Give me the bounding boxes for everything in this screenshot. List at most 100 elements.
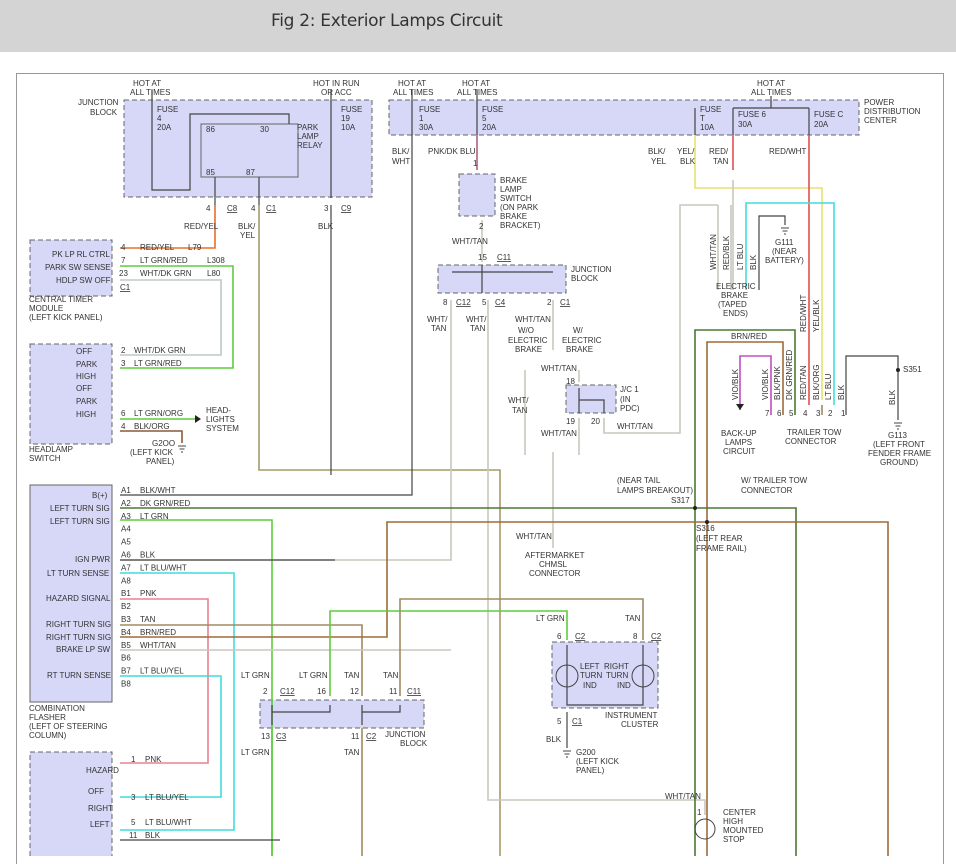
svg-text:HOT AT: HOT AT bbox=[398, 79, 426, 88]
jc1-box bbox=[565, 384, 617, 414]
svg-text:WHT/TAN: WHT/TAN bbox=[665, 792, 701, 801]
flasher-pin: A6 bbox=[121, 551, 131, 560]
svg-text:HEAD-: HEAD- bbox=[206, 406, 231, 415]
svg-text:FUSE: FUSE bbox=[341, 105, 362, 114]
svg-text:LT GRN: LT GRN bbox=[241, 671, 270, 680]
svg-text:5: 5 bbox=[482, 298, 487, 307]
svg-text:TAN: TAN bbox=[470, 324, 486, 333]
svg-text:ALL TIMES: ALL TIMES bbox=[130, 88, 170, 97]
svg-text:COMBINATION: COMBINATION bbox=[29, 704, 85, 713]
flasher-pin: B2 bbox=[121, 602, 131, 611]
svg-text:AFTERMARKET: AFTERMARKET bbox=[525, 551, 585, 560]
svg-text:3: 3 bbox=[324, 204, 329, 213]
wire-yel-blk bbox=[694, 135, 823, 400]
svg-text:C9: C9 bbox=[341, 204, 352, 213]
svg-text:10A: 10A bbox=[341, 123, 356, 132]
svg-text:8: 8 bbox=[633, 632, 638, 641]
svg-text:C1: C1 bbox=[266, 204, 277, 213]
svg-text:4: 4 bbox=[803, 409, 808, 418]
svg-text:LAMP: LAMP bbox=[297, 132, 319, 141]
svg-text:DISTRIBUTION: DISTRIBUTION bbox=[864, 107, 921, 116]
svg-text:YEL: YEL bbox=[240, 231, 256, 240]
svg-text:5: 5 bbox=[131, 818, 136, 827]
brake-lamp-switch bbox=[458, 173, 496, 217]
svg-text:5: 5 bbox=[557, 717, 562, 726]
wire-jb-mid-bus bbox=[452, 265, 553, 293]
svg-text:YEL/: YEL/ bbox=[677, 147, 695, 156]
svg-text:HOT AT: HOT AT bbox=[133, 79, 161, 88]
svg-text:LT GRN: LT GRN bbox=[536, 614, 565, 623]
wire-wht-tan-jc bbox=[603, 204, 718, 434]
svg-text:W/: W/ bbox=[573, 326, 584, 335]
svg-text:6: 6 bbox=[121, 409, 126, 418]
flasher-pin: A8 bbox=[121, 576, 131, 585]
svg-text:HEADLAMP: HEADLAMP bbox=[29, 445, 73, 454]
svg-text:6: 6 bbox=[777, 409, 782, 418]
flasher-pin: A7 bbox=[121, 563, 131, 572]
flasher-pin: B8 bbox=[121, 680, 131, 689]
wire-jb-low-bus bbox=[271, 705, 401, 725]
svg-text:PDC): PDC) bbox=[620, 404, 640, 413]
svg-text:G200: G200 bbox=[576, 748, 596, 757]
svg-text:CLUSTER: CLUSTER bbox=[621, 720, 659, 729]
svg-text:RED/: RED/ bbox=[709, 147, 729, 156]
svg-text:ELECTRIC: ELECTRIC bbox=[716, 282, 756, 291]
svg-text:1: 1 bbox=[419, 114, 424, 123]
svg-text:MOUNTED: MOUNTED bbox=[723, 826, 764, 835]
wire-wht-tan-c4 bbox=[487, 300, 706, 815]
headlamp-switch bbox=[29, 343, 113, 445]
svg-text:CENTER: CENTER bbox=[864, 116, 897, 125]
svg-text:LT BLU/YEL: LT BLU/YEL bbox=[145, 793, 189, 802]
svg-text:BRAKE LP SW: BRAKE LP SW bbox=[56, 645, 111, 654]
svg-text:GROUND): GROUND) bbox=[880, 458, 919, 467]
svg-text:(LEFT KICK PANEL): (LEFT KICK PANEL) bbox=[29, 313, 103, 322]
svg-text:JUNCTION: JUNCTION bbox=[78, 98, 119, 107]
wire-b4 bbox=[120, 521, 889, 856]
splice-s317 bbox=[693, 506, 697, 510]
park-lamp-relay bbox=[200, 123, 299, 178]
svg-text:(NEAR TAIL: (NEAR TAIL bbox=[617, 476, 661, 485]
wire-pdc-feeds bbox=[411, 90, 810, 135]
wire-relay-out bbox=[214, 177, 260, 205]
svg-text:FUSE C: FUSE C bbox=[814, 110, 844, 119]
svg-text:RIGHT: RIGHT bbox=[88, 804, 113, 813]
wire-dk-grn-red bbox=[694, 329, 796, 856]
svg-text:LT GRN: LT GRN bbox=[241, 748, 270, 757]
svg-text:(LEFT KICK: (LEFT KICK bbox=[130, 448, 174, 457]
svg-text:CONNECTOR: CONNECTOR bbox=[785, 437, 837, 446]
svg-text:HOT AT: HOT AT bbox=[757, 79, 785, 88]
svg-text:LT GRN: LT GRN bbox=[299, 671, 328, 680]
flasher-wire-color: LT GRN bbox=[140, 512, 169, 521]
svg-text:G111: G111 bbox=[775, 238, 794, 247]
svg-text:30A: 30A bbox=[738, 120, 753, 129]
svg-text:IGN PWR: IGN PWR bbox=[75, 555, 110, 564]
svg-text:11: 11 bbox=[389, 687, 398, 696]
svg-text:PARK SW SENSE: PARK SW SENSE bbox=[45, 263, 111, 272]
svg-text:S351: S351 bbox=[903, 365, 922, 374]
svg-text:TURN: TURN bbox=[606, 671, 628, 680]
svg-text:C12: C12 bbox=[280, 687, 295, 696]
svg-text:87: 87 bbox=[246, 168, 255, 177]
svg-text:19: 19 bbox=[341, 114, 350, 123]
svg-text:BLK/ORG: BLK/ORG bbox=[812, 364, 821, 400]
svg-text:20A: 20A bbox=[157, 123, 172, 132]
svg-text:11: 11 bbox=[129, 831, 138, 840]
wire-wht-tan-c12 bbox=[120, 300, 452, 561]
turn-signal-switch bbox=[29, 751, 113, 856]
svg-text:1: 1 bbox=[697, 808, 702, 817]
svg-text:BLK: BLK bbox=[888, 389, 897, 405]
splice-s316 bbox=[705, 520, 709, 524]
wire-blk-g111 bbox=[758, 215, 786, 290]
svg-text:18: 18 bbox=[566, 377, 575, 386]
svg-text:PNK: PNK bbox=[145, 755, 162, 764]
svg-text:BRAKE: BRAKE bbox=[500, 176, 527, 185]
svg-text:1: 1 bbox=[131, 755, 136, 764]
wire-jc-bus bbox=[578, 388, 605, 413]
svg-text:COLUMN): COLUMN) bbox=[29, 731, 67, 740]
svg-text:19: 19 bbox=[566, 417, 575, 426]
svg-text:RIGHT TURN SIG: RIGHT TURN SIG bbox=[46, 620, 111, 629]
svg-text:3: 3 bbox=[816, 409, 821, 418]
svg-text:TURN: TURN bbox=[580, 671, 602, 680]
svg-text:OFF: OFF bbox=[88, 787, 104, 796]
